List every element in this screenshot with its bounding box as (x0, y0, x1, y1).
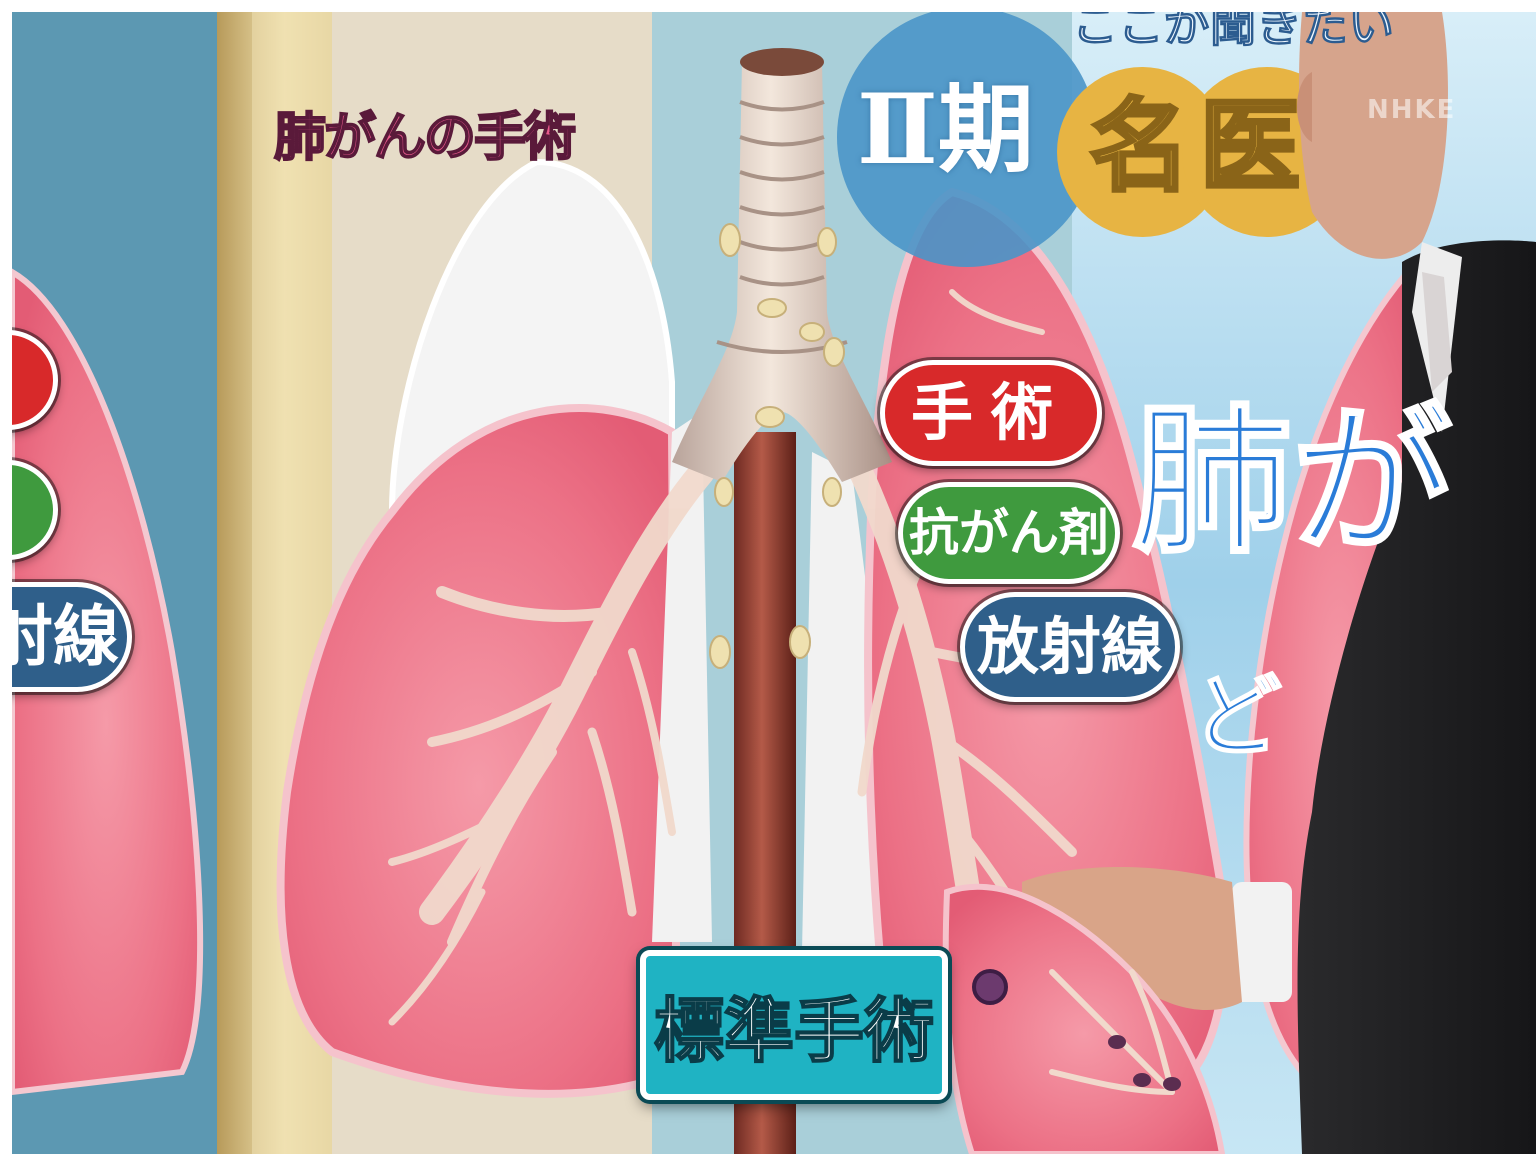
left-radiation-label: 射線 (12, 598, 119, 675)
standard-surgery-text: 標準手術 (653, 989, 935, 1073)
left-bronchial-tree (388, 459, 715, 1026)
board-big-text: 肺が (1130, 388, 1453, 575)
presenter (1022, 12, 1536, 1154)
program-title-caption: 肺がんの手術 (273, 108, 577, 168)
radiation-label: 放射線 (976, 610, 1163, 683)
resected-lobe-model (942, 883, 1226, 1154)
stage-label: Ⅱ期 (857, 73, 1034, 186)
presenter-cuff (1232, 882, 1292, 1002)
trachea (672, 48, 892, 669)
chemotherapy-label: 抗がん剤 (909, 504, 1109, 562)
board-small-text: ど (1191, 664, 1283, 769)
presenter-hand (1022, 867, 1242, 1011)
stage-circle (837, 12, 1097, 267)
lymph-node-1 (1108, 1035, 1126, 1049)
presenter-head (1299, 12, 1448, 259)
surgery-pill: 手術 (880, 360, 1102, 466)
presenter-ear (1297, 72, 1312, 142)
studio-scene (12, 12, 1536, 1154)
surgery-label: 手術 (910, 376, 1071, 449)
board-logo-text: 名医 (1088, 88, 1310, 205)
lymph-node-3 (1163, 1077, 1181, 1091)
lymph-node-2 (1133, 1073, 1151, 1087)
standard-surgery-label: 標準手術 (640, 950, 948, 1100)
chemotherapy-pill: 抗がん剤 (898, 482, 1120, 584)
radiation-pill: 放射線 (960, 592, 1180, 702)
tv-frame: ここが聞きたい 名医 肺が ど Ⅱ期 肺がんの手術 NHKE 射線 手術 抗がん… (12, 12, 1536, 1154)
tumor (972, 969, 1008, 1005)
left-radiation-pill-cropped: 射線 (12, 582, 132, 692)
presenter-tie (1422, 272, 1452, 392)
presenter-suit (1297, 240, 1536, 1154)
left-lung (276, 404, 682, 1098)
channel-watermark: NHKE (1367, 95, 1457, 125)
board-header-text: ここが聞きたい (1072, 12, 1395, 52)
